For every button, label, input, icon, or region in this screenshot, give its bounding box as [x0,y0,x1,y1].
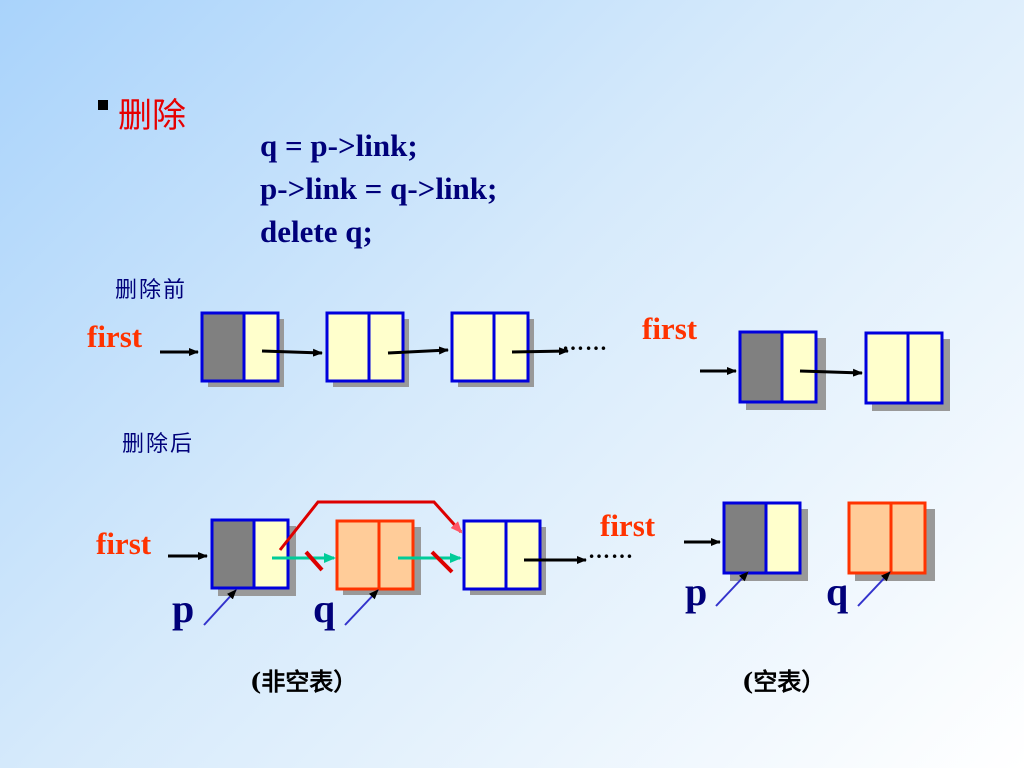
continuation-dots-after: …… [588,538,634,563]
after-nonempty-list [168,500,587,626]
deleted-node [847,501,935,581]
link-arrow [511,347,569,356]
head-node [722,501,808,581]
head-node [210,518,296,596]
head-node [200,311,284,387]
pointer-q-arrow [857,571,891,607]
pointer-p-label: p [172,586,195,631]
pointer-q-arrow [344,589,379,626]
link-arrow [799,368,863,377]
code-line-2: p->link = q->link; [260,171,498,206]
pointer-p-label-empty: p [685,569,708,614]
deleted-node [335,519,421,595]
before-nonempty-list [160,311,569,387]
code-line-1: q = p->link; [260,128,418,163]
first-label-after-empty: first [600,508,656,543]
pointer-q-label-empty: q [826,569,849,614]
caption-empty: (空表） [742,667,826,696]
after-empty-list [684,501,935,607]
head-node [738,330,826,410]
list-node [450,311,534,387]
link-arrow [261,348,323,357]
slide-title: 删除 [118,96,186,136]
pointer-q-label: q [313,586,336,631]
before-delete-label: 删除前 [115,278,188,303]
pointer-p-arrow [203,589,237,626]
relink-arrow [278,500,463,551]
last-node [864,331,950,411]
link-arrow [387,346,449,355]
list-node [462,519,546,595]
after-delete-label: 删除后 [122,432,195,457]
cut-mark [304,550,324,572]
first-label-before: first [87,319,143,354]
continuation-dots-before: …… [562,330,608,355]
caption-nonempty: (非空表） [250,667,358,696]
bullet-icon [98,100,108,110]
list-node [325,311,409,387]
before-single-node-list [700,330,950,411]
cut-mark [430,550,454,574]
pointer-p-arrow [715,571,749,607]
code-line-3: delete q; [260,214,373,249]
first-label-before-empty: first [642,311,698,346]
first-label-after: first [96,526,152,561]
